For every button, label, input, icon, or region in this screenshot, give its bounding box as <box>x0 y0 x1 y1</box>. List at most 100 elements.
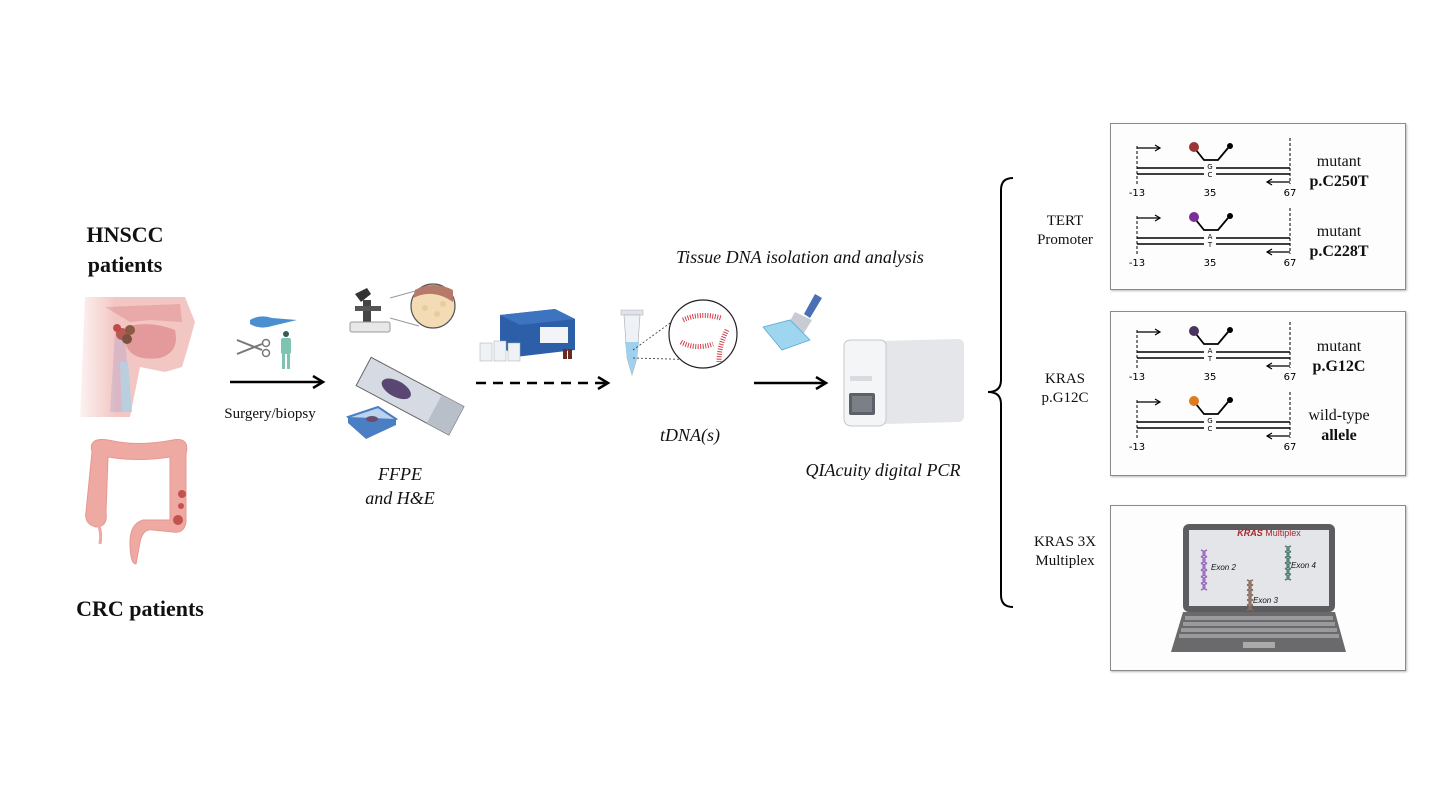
probe-status: wild-type <box>1308 407 1370 424</box>
helix-strand <box>1286 550 1292 559</box>
quencher <box>1227 213 1233 219</box>
bottom-base: C <box>1208 425 1213 433</box>
helix-strand <box>1284 545 1290 553</box>
helix-strand <box>1286 556 1292 564</box>
position-label: 67 <box>1284 188 1297 199</box>
colon-anatomy-illustration <box>85 439 188 565</box>
probe-label-wild-type: wild-type allele <box>1289 406 1389 446</box>
position-label: -13 <box>1129 442 1145 453</box>
probe-variant: p.C228T <box>1309 243 1369 260</box>
helix-strand <box>1284 573 1290 581</box>
section-title: Tissue DNA isolation and analysis <box>676 247 924 267</box>
helix-strand <box>1246 594 1252 601</box>
top-base: G <box>1207 163 1212 171</box>
probe-variant: p.G12C <box>1312 358 1366 375</box>
microscope-illustration <box>349 283 456 333</box>
scissors-icon <box>261 338 271 348</box>
arrow-to-pcr <box>754 376 829 390</box>
qiacuity-instrument-illustration <box>843 339 964 427</box>
forward-primer-arrowhead <box>1154 214 1162 222</box>
probe-oligo <box>1195 147 1229 161</box>
helix-strand <box>1284 556 1290 564</box>
assay-label-line2: Multiplex <box>1035 553 1095 569</box>
tdna-tube-illustration <box>620 299 738 377</box>
dna-helix-exon4-icon <box>1284 545 1292 581</box>
dna-fragment <box>679 339 714 350</box>
assay-label-line2: Promoter <box>1037 232 1093 248</box>
tumor-spot <box>173 515 183 525</box>
gloved-hand-icon <box>250 316 297 328</box>
quencher <box>1227 143 1233 149</box>
head-neck-anatomy-illustration <box>70 292 200 417</box>
helix-strand <box>1200 562 1206 571</box>
assay-label-line2: p.G12C <box>1041 390 1089 406</box>
helix-strand <box>1248 579 1254 586</box>
helix-strand <box>1248 589 1254 596</box>
helix-strand <box>1200 555 1206 565</box>
position-label: 67 <box>1284 372 1297 383</box>
ffpe-label: FFPE and H&E <box>350 462 450 510</box>
crc-title: CRC patients <box>76 596 204 621</box>
helix-strand <box>1248 599 1254 606</box>
assay-label-tert: TERT Promoter <box>1020 212 1110 250</box>
helix-strand <box>1248 594 1254 601</box>
helix-strand <box>1202 569 1208 578</box>
exon2-label: Exon 2 <box>1211 563 1236 572</box>
keyboard-keys <box>1179 616 1339 638</box>
ffpe-label-line1: FFPE <box>378 464 422 484</box>
tdna-label: tDNA(s) <box>660 425 720 445</box>
laptop-illustration <box>1171 524 1346 652</box>
dna-helix-exon2-icon <box>1200 549 1208 591</box>
helix-strand <box>1286 573 1292 581</box>
fluorophore-dye <box>1189 396 1199 406</box>
curly-brace <box>987 177 1014 608</box>
dna-fragment <box>716 328 730 363</box>
bottom-base: T <box>1207 241 1213 249</box>
position-label: 35 <box>1204 372 1217 383</box>
helix-strand <box>1202 549 1208 558</box>
probe-oligo <box>1195 331 1229 345</box>
kras-multiplex-panel: KRAS Multiplex Exon 2 Exon 3 Exon 4 <box>1110 505 1406 671</box>
helix-strand <box>1200 549 1206 558</box>
dna-fragment <box>681 312 722 323</box>
helix-strand <box>1286 545 1292 553</box>
tissue-section <box>381 378 411 400</box>
helix-strand <box>1246 579 1252 586</box>
pcr-label: QIAcuity digital PCR <box>805 460 961 480</box>
probe-oligo <box>1195 401 1229 415</box>
hnscc-title: HNSCC patients <box>60 220 190 280</box>
tumor-spot <box>178 503 184 509</box>
position-label: -13 <box>1129 188 1145 199</box>
tumor-spot <box>178 490 186 498</box>
top-base: G <box>1207 417 1212 425</box>
slide-and-block-illustration <box>346 356 465 439</box>
dashed-arrow-extraction <box>476 376 611 390</box>
quencher <box>1227 327 1233 333</box>
helix-strand <box>1246 599 1252 606</box>
surgeon-icon <box>281 338 291 354</box>
helix-strand <box>1284 550 1290 559</box>
laptop-title-rest: Multiplex <box>1262 528 1301 538</box>
multichannel-pipette-illustration <box>762 294 822 351</box>
probe-oligo <box>1195 217 1229 231</box>
fluorophore-dye <box>1189 212 1199 222</box>
probe-variant: p.C250T <box>1309 173 1369 190</box>
well-plate-icon <box>762 319 811 351</box>
dna-helix-exon3-icon <box>1246 579 1254 611</box>
surgery-tools-illustration <box>236 316 297 369</box>
forward-primer-arrowhead <box>1154 398 1162 406</box>
helix-strand <box>1202 582 1208 591</box>
assay-label-line1: TERT <box>1046 213 1084 229</box>
helix-strand <box>1284 567 1290 576</box>
quencher <box>1227 397 1233 403</box>
ffpe-label-line2: and H&E <box>365 488 435 508</box>
reverse-primer-arrowhead <box>1265 432 1273 440</box>
position-label: -13 <box>1129 258 1145 269</box>
exon4-label: Exon 4 <box>1291 561 1316 570</box>
